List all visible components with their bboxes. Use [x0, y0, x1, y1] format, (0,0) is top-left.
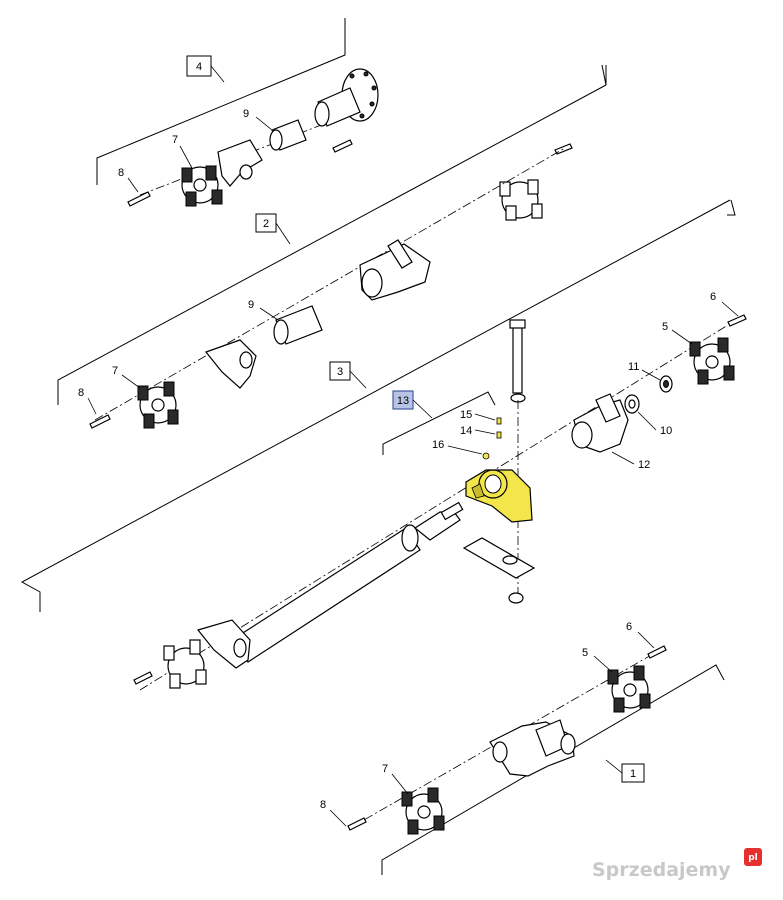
- u-joint-cross-7-mid: [137, 381, 179, 429]
- svg-text:15: 15: [460, 409, 472, 421]
- svg-text:16: 16: [432, 439, 444, 451]
- svg-text:13: 13: [397, 395, 409, 407]
- svg-text:7: 7: [172, 134, 178, 146]
- svg-text:8: 8: [320, 799, 326, 811]
- svg-text:3: 3: [337, 366, 343, 378]
- assembly-label-13[interactable]: 13: [392, 390, 414, 410]
- assembly-1-group: 1 6 5 7: [320, 621, 725, 875]
- assembly-label-2[interactable]: 2: [255, 213, 277, 233]
- svg-text:7: 7: [382, 763, 388, 775]
- svg-text:5: 5: [582, 647, 588, 659]
- svg-text:14: 14: [460, 425, 472, 437]
- svg-text:12: 12: [638, 459, 650, 471]
- svg-text:9: 9: [248, 299, 254, 311]
- svg-text:6: 6: [626, 621, 632, 633]
- assembly-2-group: 2 9 8 7: [57, 65, 736, 429]
- u-joint-cross-5-lower: [607, 665, 651, 713]
- svg-text:7: 7: [112, 365, 118, 377]
- svg-text:9: 9: [243, 108, 249, 120]
- assembly-label-3[interactable]: 3: [329, 361, 351, 381]
- driveshaft-tube: [231, 501, 464, 663]
- svg-text:11: 11: [628, 361, 639, 373]
- svg-text:5: 5: [662, 321, 668, 333]
- svg-text:6: 6: [710, 291, 716, 303]
- assembly-label-4[interactable]: 4: [186, 55, 212, 77]
- u-joint-cross-right-upper: [499, 179, 543, 221]
- svg-text:2: 2: [263, 218, 269, 230]
- svg-text:10: 10: [660, 425, 672, 437]
- svg-text:8: 8: [118, 167, 124, 179]
- svg-text:4: 4: [196, 61, 202, 73]
- svg-text:8: 8: [78, 387, 84, 399]
- svg-text:pl: pl: [748, 853, 758, 863]
- center-bearing[interactable]: [465, 469, 533, 523]
- sprzedajemy-watermark: Sprzedajemy pl: [592, 848, 762, 881]
- u-joint-cross-7-top: [181, 165, 223, 207]
- u-joint-cross-7-lower: [401, 787, 445, 835]
- assembly-13-group: 13 15 14 16: [382, 390, 536, 604]
- u-joint-cross-5-upper: [689, 337, 735, 385]
- svg-text:1: 1: [630, 768, 636, 780]
- assembly-4-group: 4: [96, 18, 607, 221]
- svg-text:Sprzedajemy: Sprzedajemy: [592, 859, 731, 881]
- assembly-3-group: 3: [20, 199, 747, 691]
- assembly-label-1[interactable]: 1: [621, 763, 645, 783]
- u-joint-cross-left: [163, 639, 207, 689]
